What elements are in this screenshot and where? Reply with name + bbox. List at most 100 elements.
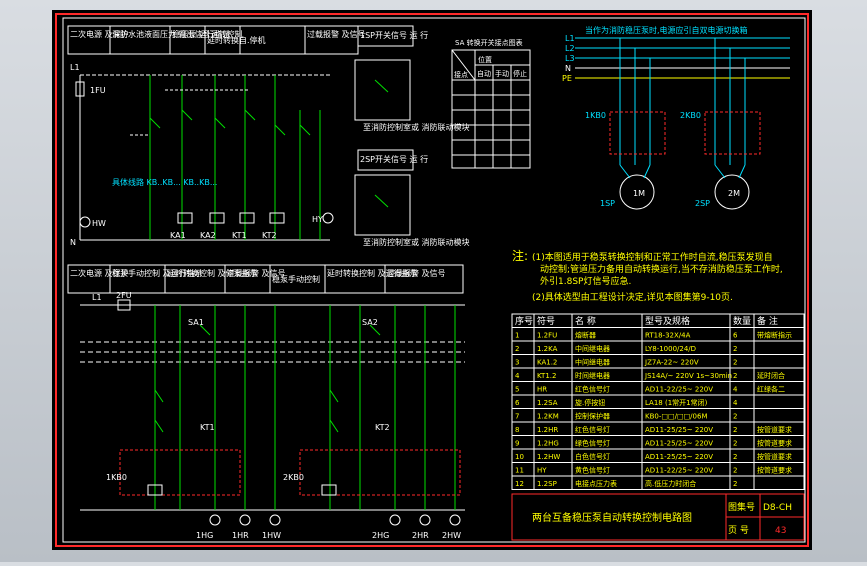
inner-border	[62, 17, 806, 543]
contact-table-contact: 接点	[454, 70, 468, 79]
contact-table-title: SA 转换开关接点图表	[455, 38, 523, 47]
table-cell: 带熔断指示	[757, 331, 792, 340]
title-block	[511, 493, 805, 541]
table-cell: 2	[515, 345, 519, 353]
table-cell: 2	[733, 480, 737, 488]
coil-label-4: KT2	[262, 231, 277, 240]
lamp-1hr: 1HR	[232, 531, 249, 540]
table-cell: 6	[733, 332, 738, 340]
coil-label-1: KA1	[170, 231, 186, 240]
table-cell: 熔断器	[575, 331, 596, 340]
table-cell: JS14A/~ 220V 1s~30min	[644, 372, 732, 380]
table-cell: 红绿各二	[757, 385, 785, 394]
table-cell: 4	[733, 399, 738, 407]
bottom-control-circuit	[67, 264, 465, 526]
table-cell: 10	[515, 453, 524, 461]
table-cell: 白色信号灯	[575, 452, 610, 461]
fire-link-note-1: 至消防控制室或 消防联动模块	[363, 122, 470, 132]
table-cell: 1.2HW	[537, 453, 560, 461]
bus-l1: L1	[565, 34, 575, 43]
power-circuit	[575, 37, 790, 210]
table-cell: AD11-22/25~ 220V	[645, 467, 713, 475]
pump1-label: 1SP	[600, 199, 615, 208]
table-cell: 绿色信号灯	[575, 439, 610, 448]
lamp-2hr: 2HR	[412, 531, 429, 540]
table-cell: 1.2SA	[537, 399, 558, 407]
sa-contact-table	[451, 49, 531, 169]
table-cell: 1	[515, 332, 519, 340]
table-header-cell: 符号	[537, 315, 555, 327]
bus-l3: L3	[565, 54, 575, 63]
table-cell: 2	[733, 413, 737, 421]
table-cell: RT18-32X/4A	[645, 332, 691, 340]
power-header: 当作为消防稳压泵时,电源应引自双电源切换箱	[585, 25, 748, 35]
table-cell: 6	[515, 399, 520, 407]
top-header-4: 延时转换自.停机	[207, 35, 266, 45]
label-hw: HW	[92, 219, 106, 228]
page-no: 43	[775, 526, 786, 536]
top-header-3: 稳压泵 运行指示	[172, 29, 231, 39]
top-header-6: 1SP开关信号 运 行	[360, 30, 428, 40]
fire-link-note-2: 至消防控制室或 消防联动模块	[363, 237, 470, 247]
table-cell: 2	[733, 345, 737, 353]
pump2-label: 2SP	[695, 199, 710, 208]
notes-heading: 注:	[512, 248, 528, 263]
figure-no: D8-CH	[763, 503, 792, 513]
table-cell: 中间继电器	[575, 358, 610, 367]
table-header-cell: 序号	[515, 315, 533, 327]
table-cell: 按管道要求	[757, 439, 792, 448]
label-l1-top: L1	[70, 63, 80, 72]
table-cell: 旋.停按钮	[575, 398, 605, 407]
table-cell: AD11-22/25~ 220V	[645, 386, 713, 394]
bottom-header-5: 稳泵手动控制	[272, 274, 320, 284]
top-header-1: 二次电源 及保护	[70, 29, 129, 39]
lamp-1hg: 1HG	[196, 531, 213, 540]
table-cell: AD11-25/25~ 220V	[645, 440, 713, 448]
table-cell: 红色信号灯	[575, 425, 610, 434]
label-fuse-bottom: 2FU	[116, 291, 132, 300]
contact-col-stop: 停止	[513, 69, 527, 78]
table-cell: 1.2HR	[537, 426, 558, 434]
coil-label-2: KA2	[200, 231, 216, 240]
lamp-2hg: 2HG	[372, 531, 389, 540]
bus-pe: PE	[562, 74, 572, 83]
table-cell: 按管道要求	[757, 425, 792, 434]
table-cell: 3	[515, 359, 519, 367]
table-cell: 电接点压力表	[575, 479, 617, 488]
drawing-canvas	[52, 10, 812, 550]
table-cell: AD11-25/25~ 220V	[645, 426, 713, 434]
label-fuse-top: 1FU	[90, 86, 106, 95]
table-cell: 2	[733, 426, 737, 434]
contact-col-manual: 手动	[495, 69, 509, 78]
table-cell: 1.2KA	[537, 345, 558, 353]
table-cell: 1.2KM	[537, 413, 559, 421]
table-cell: 2	[733, 440, 737, 448]
table-cell: 延时闭合	[757, 371, 785, 380]
table-cell: HR	[537, 386, 547, 394]
table-cell: 黄色信号灯	[575, 466, 610, 475]
top-control-circuit	[67, 25, 414, 241]
top-header-7: 2SP开关信号 运 行	[360, 154, 428, 164]
kb1-lower-label: 1KB0	[106, 473, 127, 482]
label-l1-bottom: L1	[92, 293, 102, 302]
bus-l2: L2	[565, 44, 575, 53]
top-header-5: 过载报警 及信号	[307, 29, 366, 39]
table-cell: 1.2FU	[537, 332, 557, 340]
contact-table-pos: 位置	[478, 55, 492, 64]
top-header-2: 消防水池液面压力 输出信号运转控制	[112, 29, 243, 39]
kb2-lower-label: 2KB0	[283, 473, 304, 482]
table-cell: JZ7A-22~ 220V	[644, 359, 699, 367]
kt1-label: KT1	[200, 423, 215, 432]
motor1-label: 1M	[633, 189, 645, 198]
table-frame	[511, 313, 805, 490]
table-cell: 2	[733, 372, 737, 380]
table-cell: 中间继电器	[575, 344, 610, 353]
kb2-label: 2KB0	[680, 111, 701, 120]
motor2-label: 2M	[728, 189, 740, 198]
page-label: 页 号	[728, 525, 749, 536]
figure-no-label: 图集号	[728, 501, 755, 513]
table-header-cell: 备 注	[757, 315, 778, 327]
table-cell: LA18 (1常开1常闭)	[645, 398, 708, 407]
table-cell: 按管道要求	[757, 452, 792, 461]
